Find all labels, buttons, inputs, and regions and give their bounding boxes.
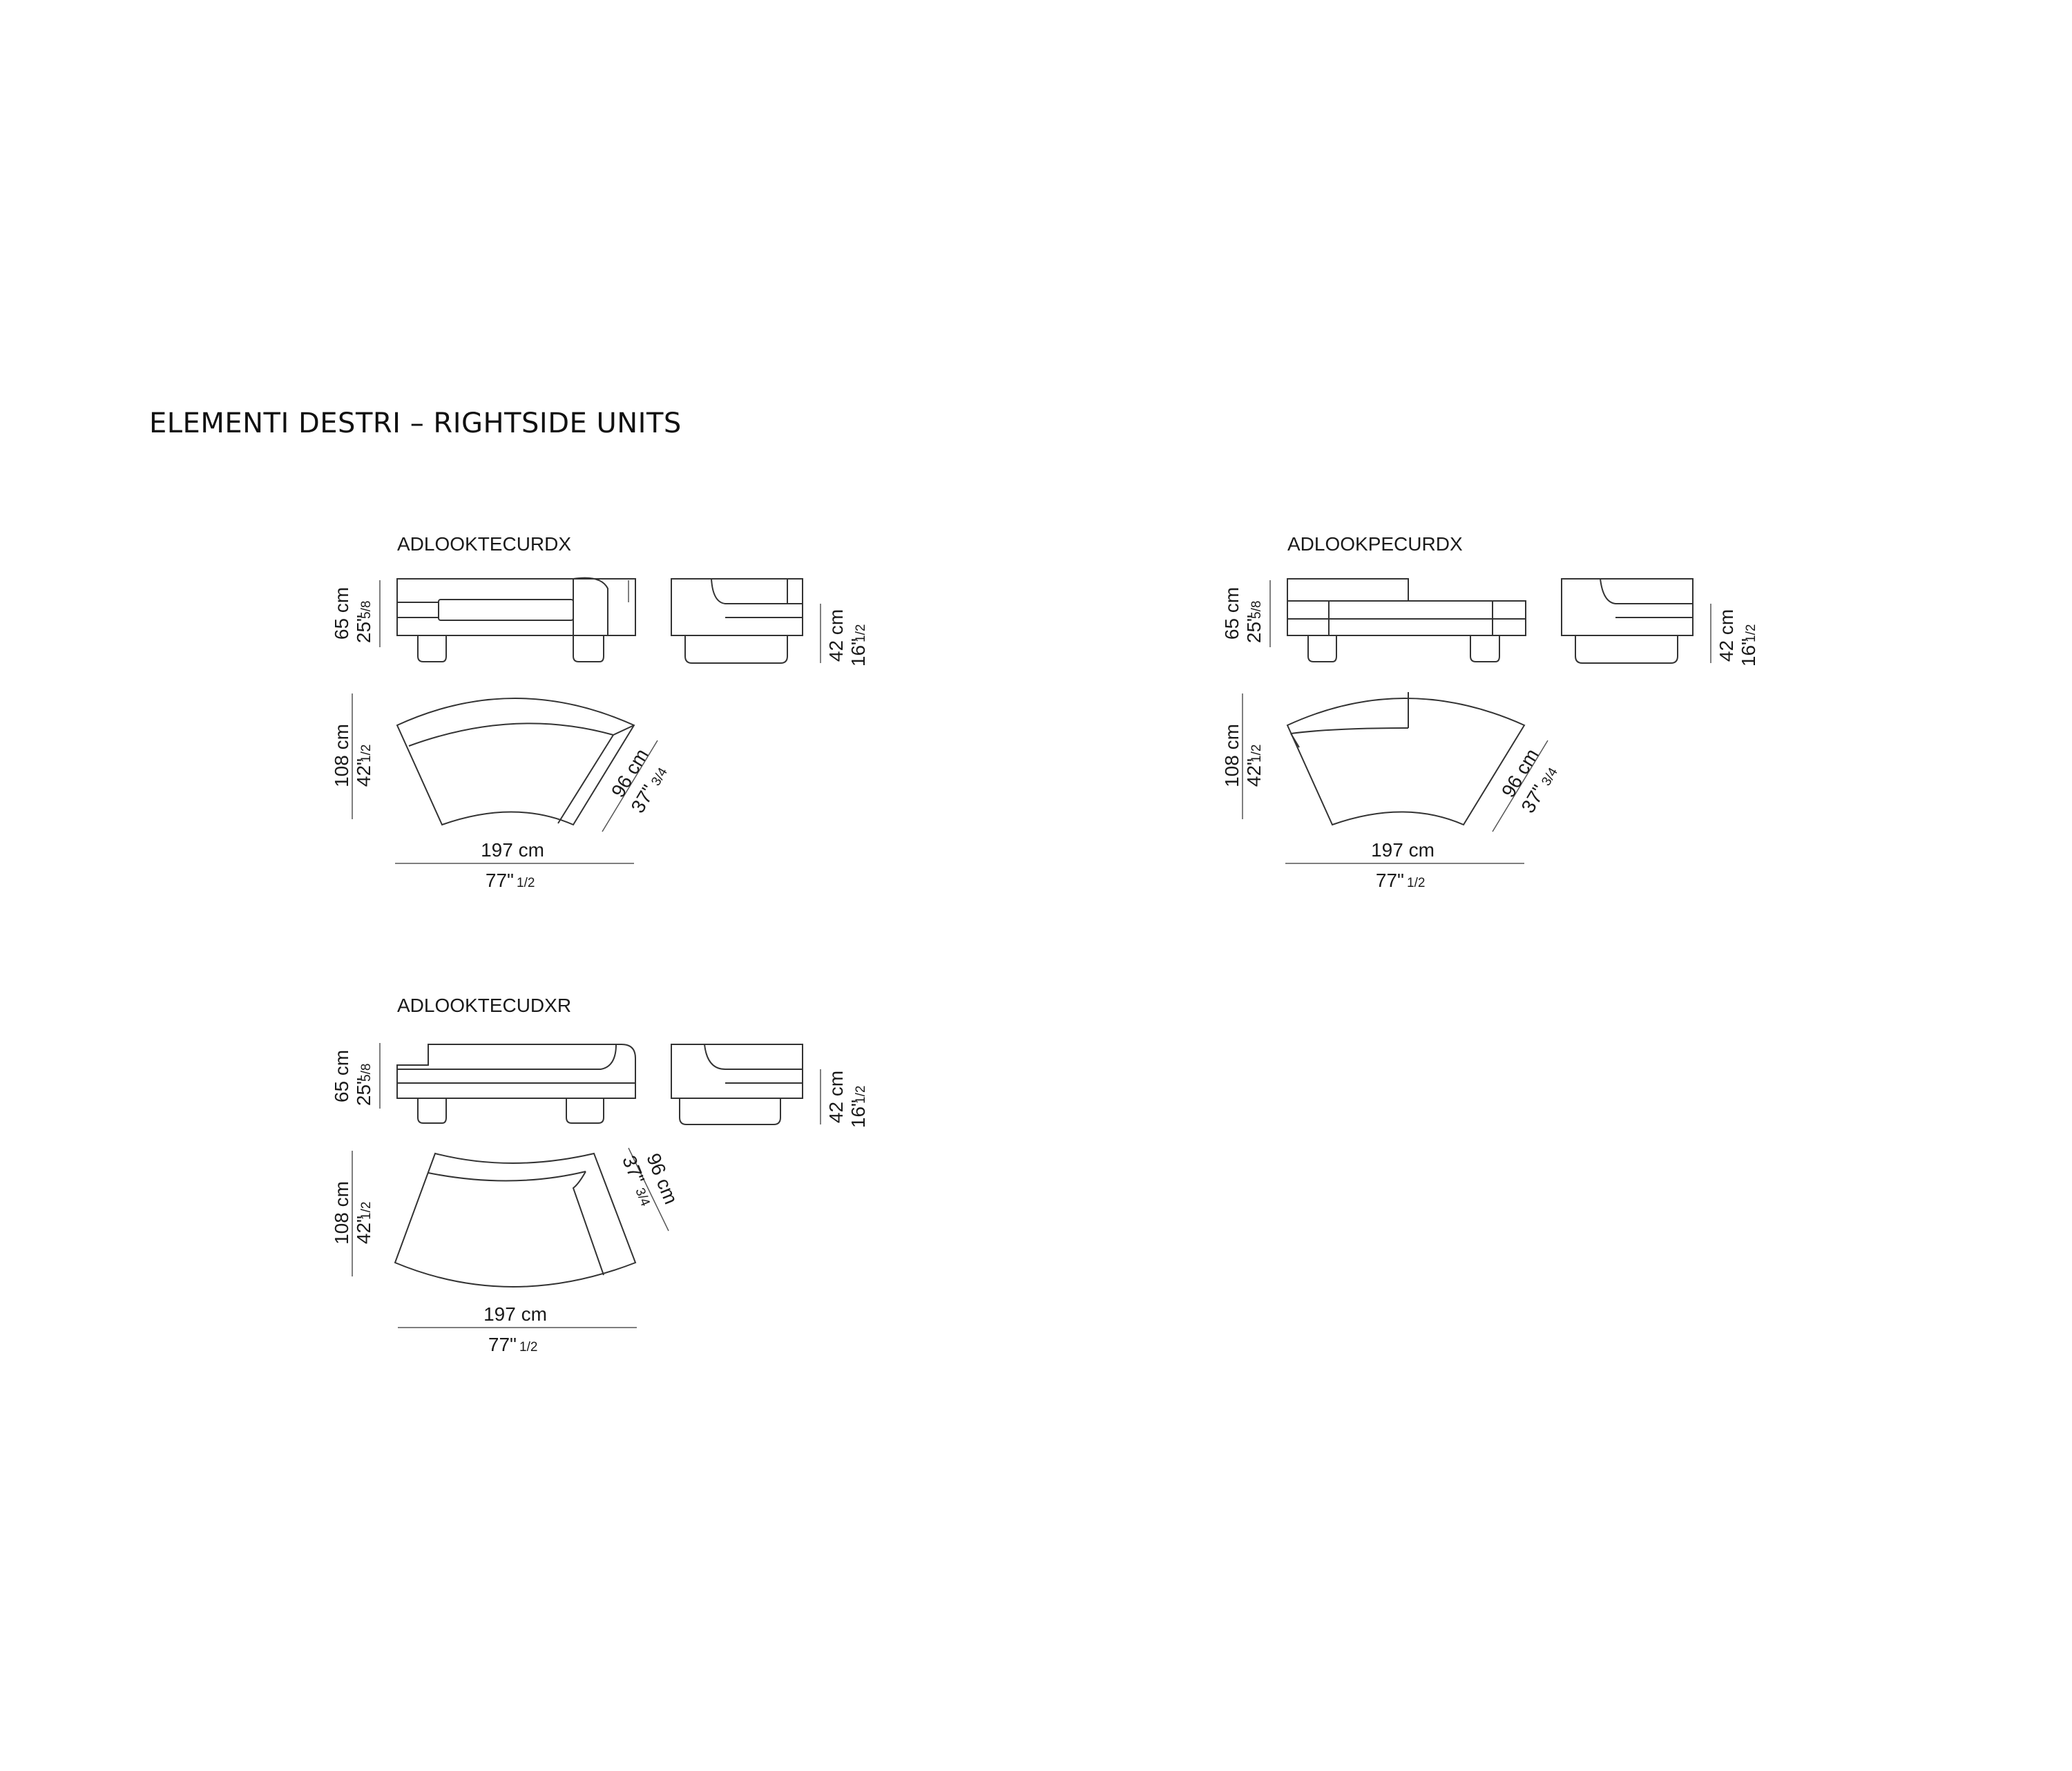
height-cm-label: 65 cm	[1221, 587, 1243, 640]
width-in-label: 77"	[488, 1334, 517, 1355]
height-in-fraction: 5/8	[359, 601, 374, 619]
depth-cm-label: 108 cm	[331, 724, 352, 787]
width-dimension: 197 cm 77" 1/2	[398, 1303, 637, 1355]
seat-in-fraction: 1/2	[1744, 624, 1758, 642]
top-view	[394, 1152, 637, 1287]
depth-in-fraction: 1/2	[1249, 745, 1264, 763]
seat-cm-label: 42 cm	[1716, 609, 1737, 662]
width-in-fraction: 1/2	[519, 1340, 537, 1354]
seat-cm-label: 42 cm	[825, 1071, 847, 1123]
unit-drawing: 65 cm 25" 5/8 42 cm 16"	[331, 577, 869, 891]
width-dimension: 197 cm 77" 1/2	[1285, 839, 1524, 891]
unit-code: ADLOOKPECURDX	[1287, 533, 1463, 555]
seat-in-label: 16"	[847, 638, 869, 667]
depth-dimension: 108 cm 42" 1/2	[331, 1151, 374, 1276]
seat-cm-label: 42 cm	[825, 609, 847, 662]
seat-in-fraction: 1/2	[854, 1086, 868, 1104]
depth-in-label: 42"	[1243, 758, 1265, 787]
height-cm-label: 65 cm	[331, 1050, 352, 1102]
depth-dimension: 108 cm 42" 1/2	[1221, 693, 1265, 819]
height-in-fraction: 5/8	[359, 1064, 374, 1082]
depth-in-label: 42"	[353, 758, 374, 787]
depth-in-fraction: 1/2	[359, 1202, 374, 1220]
height-cm-label: 65 cm	[331, 587, 352, 640]
height-dimension: 65 cm 25" 5/8	[331, 580, 381, 647]
unit-code: ADLOOKTECUDXR	[397, 995, 572, 1016]
side-view	[671, 578, 803, 664]
seat-dimension: 42 cm 16" 1/2	[820, 604, 869, 667]
width-in-fraction: 1/2	[1407, 876, 1425, 890]
front-view	[396, 577, 636, 662]
width-in-fraction: 1/2	[517, 876, 535, 890]
height-in-label: 25"	[353, 615, 374, 643]
page-title: ELEMENTI DESTRI – RIGHTSIDE UNITS	[149, 408, 682, 439]
side-diagonal-dimension: 96 cm 37" 3/4	[618, 1147, 682, 1232]
width-in-label: 77"	[486, 870, 514, 891]
seat-in-fraction: 1/2	[854, 624, 868, 642]
top-view	[396, 698, 635, 826]
height-in-fraction: 5/8	[1249, 601, 1264, 619]
depth-in-fraction: 1/2	[359, 745, 374, 763]
front-view	[1287, 578, 1526, 662]
seat-dimension: 42 cm 16" 1/2	[820, 1069, 869, 1128]
height-in-label: 25"	[1243, 615, 1265, 643]
height-dimension: 65 cm 25" 5/8	[331, 1043, 381, 1109]
width-cm-label: 197 cm	[483, 1303, 547, 1325]
top-view	[1286, 692, 1526, 826]
depth-in-label: 42"	[353, 1216, 374, 1244]
seat-in-label: 16"	[1738, 638, 1759, 667]
side-in-fraction: 3/4	[1539, 765, 1561, 789]
front-view	[396, 1044, 636, 1124]
height-in-label: 25"	[353, 1078, 374, 1106]
width-cm-label: 197 cm	[481, 839, 544, 861]
height-dimension: 65 cm 25" 5/8	[1221, 580, 1271, 647]
width-cm-label: 197 cm	[1371, 839, 1435, 861]
unit-drawing: 65 cm 25" 5/8 42 cm 16" 1/2 108 cm	[331, 1043, 869, 1355]
seat-in-label: 16"	[847, 1100, 869, 1128]
width-in-label: 77"	[1376, 870, 1404, 891]
depth-dimension: 108 cm 42" 1/2	[331, 693, 374, 819]
seat-dimension: 42 cm 16" 1/2	[1710, 604, 1759, 667]
unit-code: ADLOOKTECURDX	[397, 533, 572, 555]
depth-cm-label: 108 cm	[1221, 724, 1243, 787]
depth-cm-label: 108 cm	[331, 1181, 352, 1245]
side-view	[1561, 578, 1694, 664]
width-dimension: 197 cm 77" 1/2	[395, 839, 634, 891]
side-view	[671, 1044, 803, 1125]
unit-drawing: 65 cm 25" 5/8 42 cm 16" 1/2 108 c	[1221, 578, 1759, 891]
side-in-fraction: 3/4	[649, 765, 671, 789]
side-in-fraction: 3/4	[632, 1186, 653, 1209]
